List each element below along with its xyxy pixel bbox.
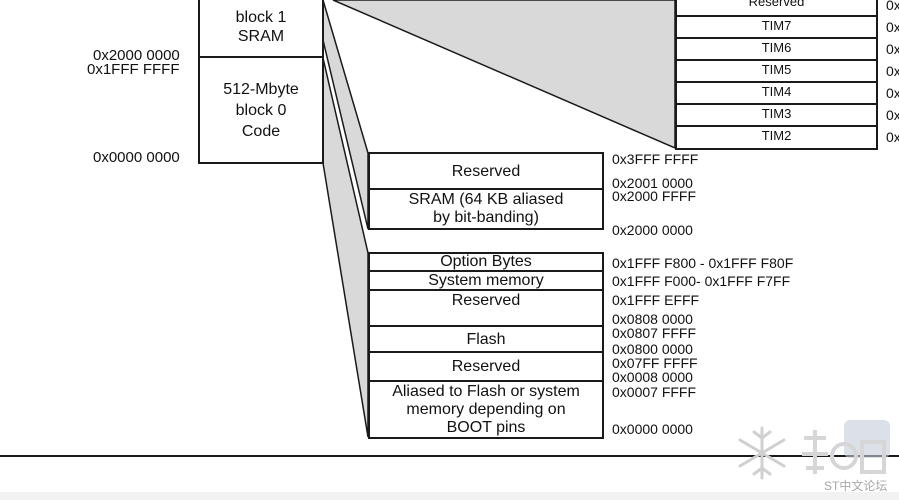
addr-0x2000ffff: 0x2000 FFFF (612, 188, 697, 204)
periph-tim6: TIM6 (761, 40, 792, 55)
forum-watermark-logo (738, 420, 890, 480)
addr-0x00000000-detail: 0x0000 0000 (612, 421, 693, 437)
periph-tim2: TIM2 (761, 128, 792, 143)
addr-0x20010000: 0x2001 0000 (612, 175, 693, 191)
addr-0x20000000: 0x2000 0000 (93, 47, 180, 64)
code-reserved-1: Reserved (451, 292, 521, 309)
addr-0x20000000-detail: 0x2000 0000 (612, 222, 693, 238)
block0-line-3: Code (241, 122, 281, 140)
addr-0x00080000: 0x0008 0000 (612, 369, 693, 385)
periph-reserved: Reserved (748, 0, 805, 9)
periph-tim4: TIM4 (761, 84, 792, 99)
bottom-rule (0, 455, 899, 457)
code-aliased: Aliased to Flash or system memory depend… (392, 383, 580, 436)
snowflake-icon (738, 426, 786, 480)
sram-reserved: Reserved (451, 162, 521, 180)
code-flash: Flash (466, 330, 506, 348)
tim-divider-6 (675, 125, 878, 127)
code-divider-3 (368, 325, 604, 327)
peripheral-zoom-fan (332, 0, 676, 150)
addr-0x0007ffff: 0x0007 FFFF (612, 384, 697, 400)
block0-line-1: 512-Mbyte (223, 80, 299, 98)
sram-divider (368, 188, 604, 190)
periph-addr-tim7: 0x (886, 19, 899, 35)
watermark-caption: ST中文论坛 (824, 479, 888, 493)
addr-0x3fffffff: 0x3FFF FFFF (612, 151, 699, 167)
code-divider-2 (368, 289, 604, 291)
addr-0x07ffffff: 0x07FF FFFF (612, 355, 698, 371)
watermark-glyphs (802, 430, 886, 474)
periph-addr-tim4: 0x (886, 85, 899, 101)
block1-sram: block 1 SRAM (198, 0, 324, 58)
addr-0x08080000: 0x0808 0000 (612, 311, 693, 327)
block1-line-1: block 1 (235, 9, 287, 26)
code-option-bytes: Option Bytes (440, 253, 532, 270)
addr-0x00000000: 0x0000 0000 (93, 149, 180, 166)
tim-divider-4 (675, 81, 878, 83)
periph-addr-tim6: 0x (886, 41, 899, 57)
block0-code: 512-Mbyte block 0 Code (198, 56, 324, 164)
tim-divider-2 (675, 37, 878, 39)
code-reserved-2: Reserved (451, 358, 521, 375)
periph-addr-tim5: 0x (886, 63, 899, 79)
block0-line-2: block 0 (235, 101, 287, 119)
code-divider-4 (368, 351, 604, 353)
sram-detail-stack (368, 152, 604, 230)
periph-tim3: TIM3 (761, 106, 792, 121)
periph-tim5: TIM5 (761, 62, 792, 77)
periph-tim7: TIM7 (761, 18, 792, 33)
code-divider-1 (368, 270, 604, 272)
addr-0x0807ffff: 0x0807 FFFF (612, 325, 697, 341)
footer-strip (0, 492, 899, 500)
tim-divider-3 (675, 59, 878, 61)
addr-option-bytes: 0x1FFF F800 - 0x1FFF F80F (612, 255, 794, 271)
code-divider-5 (368, 380, 604, 382)
code-system-memory: System memory (428, 272, 544, 289)
tim-divider-5 (675, 103, 878, 105)
block1-line-2: SRAM (237, 28, 285, 45)
addr-system-memory: 0x1FFF F000- 0x1FFF F7FF (612, 273, 791, 289)
addr-0x1fffefff: 0x1FFF EFFF (612, 292, 700, 308)
periph-addr-tim3: 0x (886, 107, 899, 123)
periph-addr-reserved: 0x (886, 0, 899, 13)
tim-divider-1 (675, 15, 878, 17)
addr-0x1fffffff: 0x1FFF FFFF (87, 61, 180, 78)
periph-addr-tim2: 0x (886, 129, 899, 145)
code-detail-stack (368, 252, 604, 439)
addr-0x08000000: 0x0800 0000 (612, 341, 693, 357)
sram-bitband: SRAM (64 KB aliased by bit-banding) (408, 191, 564, 226)
